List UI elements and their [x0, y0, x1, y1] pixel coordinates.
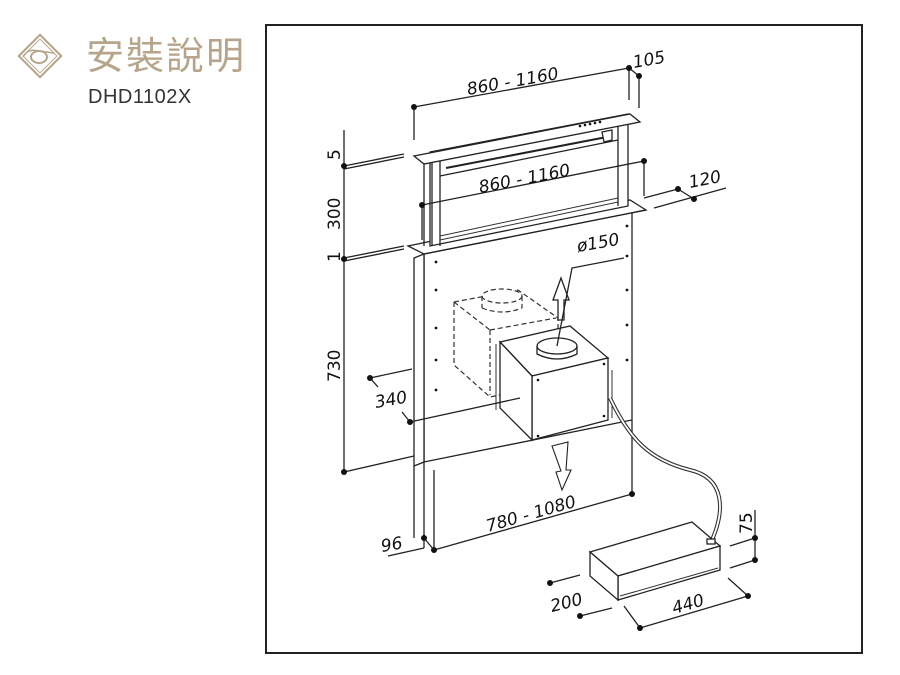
drawing-frame [265, 24, 863, 654]
brand-logo-icon [17, 33, 63, 79]
dim-motor-offset: 340 [373, 388, 408, 413]
dim-control-box-height: 75 [737, 512, 757, 534]
dim-bottom-width: 780 - 1080 [484, 492, 579, 537]
dim-bottom-depth: 96 [379, 533, 404, 556]
control-box [588, 521, 722, 602]
motor-unit [495, 257, 625, 442]
dim-top-depth: 105 [631, 48, 666, 73]
dim-height-top: 5 [325, 149, 345, 160]
model-number: DHD1102X [88, 86, 192, 108]
dim-top-width: 860 - 1160 [465, 64, 560, 100]
dim-side-depth: 120 [687, 167, 723, 193]
dim-height-rise: 300 [325, 198, 345, 230]
dim-control-box-width: 440 [670, 591, 707, 619]
hood-top-cap [412, 113, 642, 246]
dim-height-gap: 1 [325, 251, 345, 262]
dim-control-box-depth: 200 [548, 590, 584, 617]
page-title: 安裝說明 [86, 34, 247, 78]
motor-alternate-position [453, 288, 559, 398]
airflow-down-arrow [551, 441, 572, 492]
dimension-lines [341, 65, 758, 631]
dim-height-body: 730 [325, 350, 345, 382]
